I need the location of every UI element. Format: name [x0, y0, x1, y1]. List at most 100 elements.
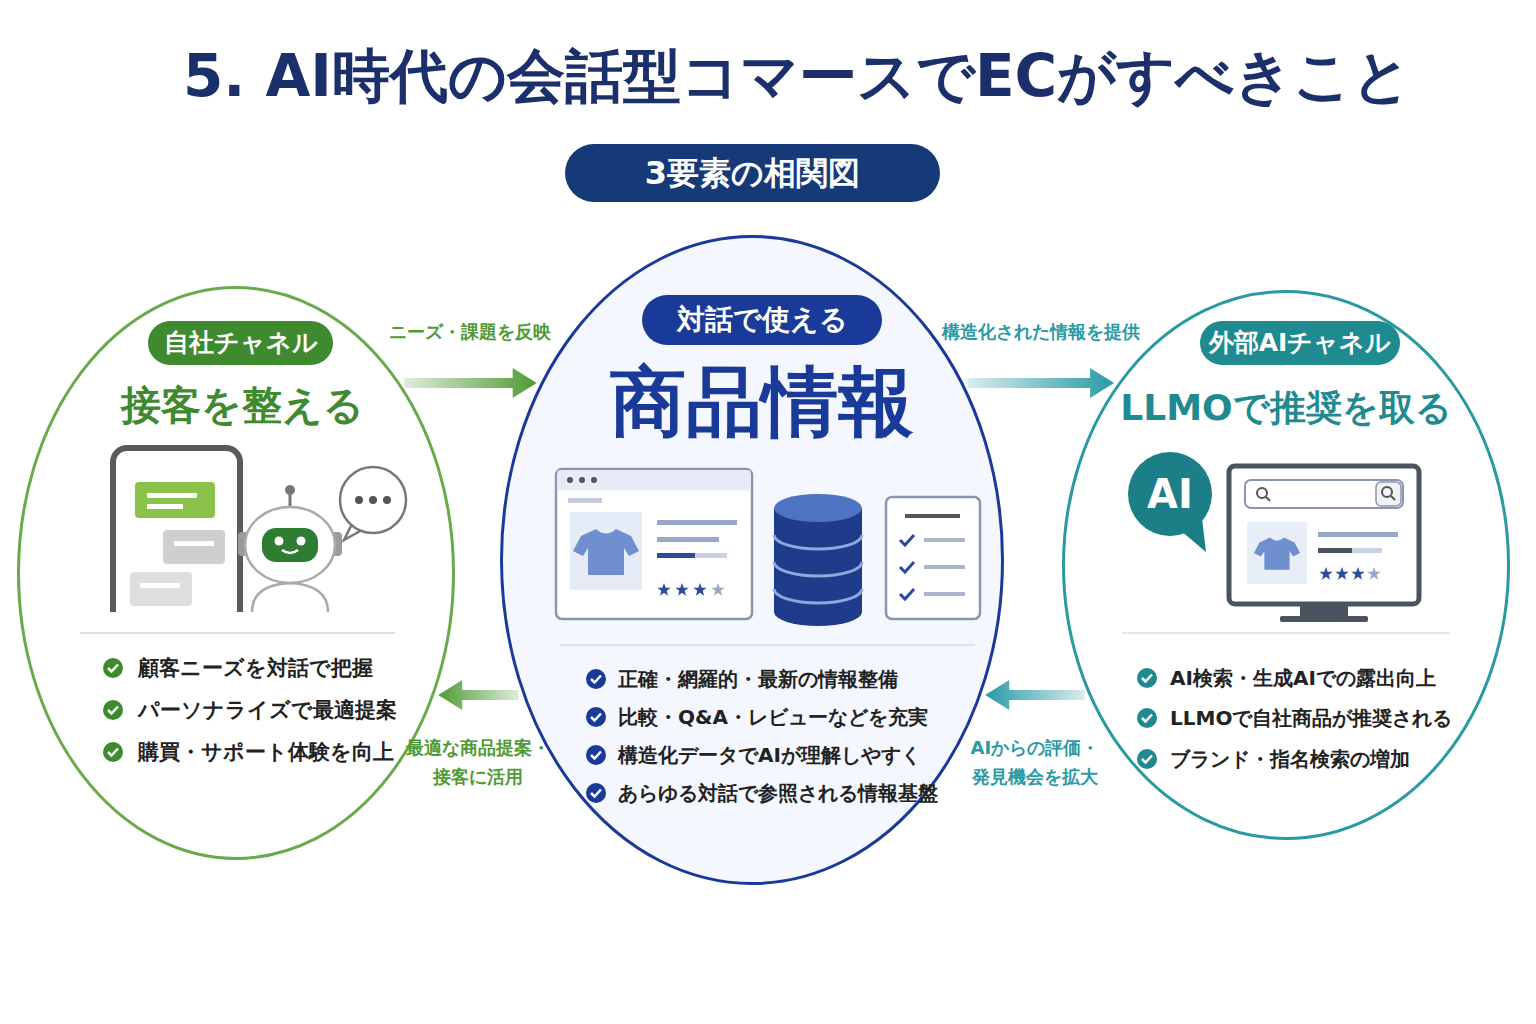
robot-eye: [275, 537, 284, 546]
monitor-stand: [1300, 604, 1348, 618]
check-mark: [1142, 675, 1152, 682]
circle-border: [1064, 292, 1509, 839]
pill-label: 対話で使える: [642, 295, 882, 345]
node-heading: 商品情報: [510, 357, 1014, 447]
bullet-text: AI検索・生成AIでの露出向上: [1170, 664, 1436, 692]
bullet-text: 構造化データでAIが理解しやすく: [618, 741, 921, 769]
core-tag: 対話で使える: [642, 295, 882, 345]
bullet-text: LLMOで自社商品が推奨される: [1170, 704, 1452, 732]
product-image: [570, 512, 642, 590]
core-circle: 商品情報正確・網羅的・最新の情報整備比較・Q&A・レビューなどを充実構造化データ…: [500, 235, 1004, 885]
check-mark: [108, 707, 118, 714]
channel-circle: LLMOで推奨を取る AI検索・生成AIでの露出向上 LLMOで自社商品が推奨される…: [1062, 290, 1510, 840]
check-icon: [586, 745, 606, 765]
magnifier-lens: [1257, 488, 1267, 498]
check-icon: [1137, 749, 1157, 769]
browser-dot: [567, 477, 573, 483]
check-mark: [108, 749, 118, 756]
check-circle: [1137, 708, 1157, 728]
bullet-text: パーソナライズで最適提案: [138, 696, 397, 724]
robot-icon: [238, 485, 342, 612]
tshirt-icon: [1254, 538, 1300, 570]
chat-line: [147, 504, 183, 509]
checklist-check: [900, 589, 914, 599]
rating-star: [1351, 567, 1364, 580]
robot-ear: [332, 532, 342, 556]
bubble-dot: [355, 496, 363, 504]
check-circle: [1137, 668, 1157, 688]
pill-fill: [148, 321, 333, 365]
pill-fill: [1200, 321, 1400, 365]
ai-bubble-icon: [1128, 452, 1212, 552]
checklist-icon: [886, 497, 980, 619]
rating-star: [693, 583, 706, 596]
check-circle: [103, 700, 123, 720]
check-mark: [1142, 756, 1152, 763]
circle-outline: [17, 286, 455, 860]
bullet-text: 購買・サポート体験を向上: [138, 738, 394, 766]
separator-line: [560, 644, 975, 646]
robot-eye: [297, 537, 306, 546]
check-icon: [103, 742, 123, 762]
channel-tag: 自社チャネル: [148, 321, 333, 365]
robot-face: [262, 528, 318, 562]
flow-arrow: [985, 680, 1084, 710]
magnifier-handle: [1266, 497, 1270, 501]
text-line: [1318, 532, 1398, 537]
checklist-check: [900, 535, 914, 545]
monitor-icon: [1229, 466, 1419, 622]
channel-tag: 外部AIチャネル: [1200, 321, 1400, 365]
check-circle: [586, 707, 606, 727]
check-circle: [586, 783, 606, 803]
rating-star: [711, 583, 724, 596]
pill-fill: [642, 295, 882, 345]
robot-antenna: [289, 494, 292, 507]
node-heading: 接客を整える: [23, 381, 461, 429]
check-mark: [591, 790, 601, 797]
magnifier-lens: [1382, 487, 1392, 497]
monitor-base: [1280, 616, 1368, 622]
chat-phone-icon: [113, 448, 240, 612]
bubble-tail: [1180, 518, 1206, 552]
speech-bubble-icon: [340, 467, 406, 540]
browser-line: [568, 498, 602, 503]
flow-arrow: [438, 680, 519, 710]
phone-frame: [113, 448, 240, 612]
node-heading: LLMOで推奨を取る: [1062, 386, 1510, 430]
check-circle: [586, 745, 606, 765]
check-mark: [591, 714, 601, 721]
text-line: [657, 553, 727, 558]
bullet-text: 比較・Q&A・レビューなどを充実: [618, 703, 928, 731]
flow-arrow: [404, 368, 537, 398]
browser-bar: [558, 471, 751, 491]
pill-label: 自社チャネル: [148, 321, 333, 365]
checklist-line: [924, 592, 965, 596]
check-icon: [586, 707, 606, 727]
check-circle: [103, 742, 123, 762]
magnifier-handle: [1391, 496, 1395, 500]
search-bar: [1245, 480, 1403, 508]
chat-bubble: [135, 482, 215, 518]
search-button: [1376, 482, 1401, 506]
database-band: [774, 562, 862, 576]
robot-ear: [238, 532, 248, 556]
chat-bubble: [130, 572, 192, 606]
flow-arrow: [967, 368, 1114, 398]
channel-circle: 接客を整える顧客ニーズを対話で把握パーソナライズで最適提案購買・サポート体験を向…: [17, 286, 455, 860]
product-image: [1247, 522, 1307, 584]
subtitle-pill: 3要素の相関図: [565, 144, 940, 202]
robot-head: [245, 507, 335, 583]
robot-smile: [282, 550, 298, 553]
edge-group: [404, 368, 1114, 710]
database-top: [774, 494, 862, 522]
check-icon: [1137, 668, 1157, 688]
text-line: [657, 553, 695, 558]
text-line: [1318, 548, 1352, 553]
bullet-text: 正確・網羅的・最新の情報整備: [618, 665, 898, 693]
text-line: [657, 537, 719, 542]
database-band: [774, 535, 862, 549]
